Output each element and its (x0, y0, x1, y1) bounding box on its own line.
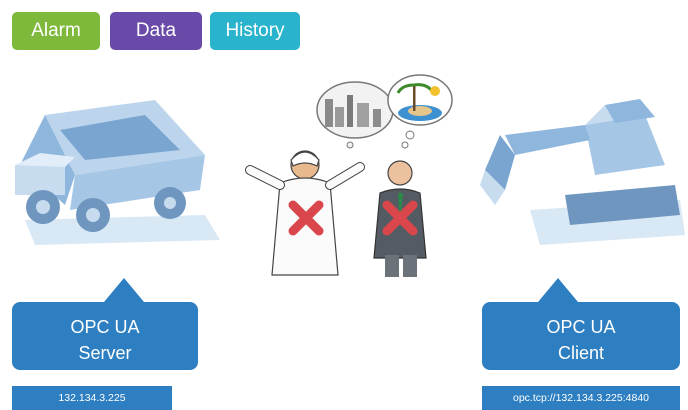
excavator-image (480, 99, 685, 245)
server-title-line2: Server (78, 343, 132, 363)
people-illustration (245, 74, 453, 277)
server-address: 132.134.3.225 (12, 386, 172, 410)
client-title-line1: OPC UA (546, 317, 616, 337)
red-x-right (382, 200, 418, 236)
tab-history[interactable]: History (210, 12, 300, 50)
red-x-left (288, 200, 324, 236)
mining-truck-image (15, 100, 220, 245)
server-callout (12, 278, 198, 370)
tab-alarm[interactable]: Alarm (12, 12, 100, 50)
client-title-line2: Client (557, 343, 605, 363)
server-title-line1: OPC UA (70, 317, 140, 337)
client-address: opc.tcp://132.134.3.225:4840 (482, 386, 680, 410)
tab-data[interactable]: Data (110, 12, 202, 50)
client-callout (482, 278, 680, 370)
